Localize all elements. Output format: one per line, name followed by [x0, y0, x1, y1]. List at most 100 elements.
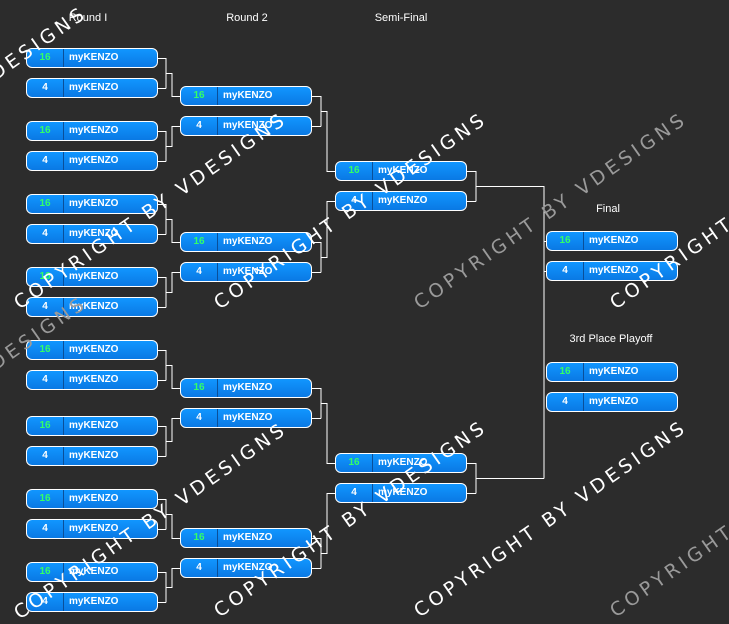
team-slot-r1-match5-2[interactable]: 4 myKENZO	[26, 370, 158, 390]
team-slot-r1-match5-1[interactable]: 16 myKENZO	[26, 340, 158, 360]
connector-line	[166, 568, 180, 588]
connector-line	[321, 493, 335, 554]
seed-number: 16	[27, 341, 64, 359]
seed-number: 4	[181, 559, 218, 577]
team-name: myKENZO	[69, 374, 119, 385]
team-name: myKENZO	[223, 562, 273, 573]
seed-number: 16	[336, 162, 373, 180]
seed-number: 4	[27, 371, 64, 389]
team-name: myKENZO	[589, 396, 639, 407]
seed-number: 4	[547, 262, 584, 280]
connector-line	[312, 538, 322, 569]
seed-number: 4	[336, 192, 373, 210]
team-slot-sf-match1-1[interactable]: 16 myKENZO	[335, 161, 467, 181]
team-slot-r1-match1-1[interactable]: 16 myKENZO	[26, 48, 158, 68]
team-name: myKENZO	[378, 487, 428, 498]
team-slot-r2-match4-2[interactable]: 4 myKENZO	[180, 558, 312, 578]
round-title-r1: Round I	[68, 12, 108, 24]
round-title-sf: Semi-Final	[374, 12, 428, 24]
seed-number: 16	[181, 87, 218, 105]
round-title-r2: Round 2	[226, 12, 268, 24]
team-name: myKENZO	[378, 165, 428, 176]
connector-line	[158, 58, 167, 89]
seed-number: 4	[181, 263, 218, 281]
team-slot-r1-match4-2[interactable]: 4 myKENZO	[26, 297, 158, 317]
seed-number: 16	[181, 233, 218, 251]
connector-line	[158, 350, 167, 381]
team-slot-r2-match3-2[interactable]: 4 myKENZO	[180, 408, 312, 428]
seed-number: 16	[27, 122, 64, 140]
connector-line	[166, 73, 180, 97]
seed-number: 16	[547, 363, 584, 381]
team-name: myKENZO	[589, 366, 639, 377]
connector-line	[158, 426, 167, 457]
seed-number: 4	[27, 447, 64, 465]
seed-number: 16	[27, 563, 64, 581]
connector-line	[467, 171, 477, 202]
round-title-tp: 3rd Place Playoff	[569, 333, 653, 345]
team-name: myKENZO	[69, 344, 119, 355]
team-slot-r1-match6-2[interactable]: 4 myKENZO	[26, 446, 158, 466]
team-slot-sf-match2-2[interactable]: 4 myKENZO	[335, 483, 467, 503]
seed-number: 16	[27, 417, 64, 435]
connector-line	[158, 277, 167, 308]
round-title-fi: Final	[596, 203, 620, 215]
connector-line	[166, 514, 180, 539]
team-slot-tp-match1-1[interactable]: 16 myKENZO	[546, 362, 678, 382]
seed-number: 4	[27, 298, 64, 316]
team-slot-r2-match1-2[interactable]: 4 myKENZO	[180, 116, 312, 136]
team-name: myKENZO	[223, 266, 273, 277]
team-name: myKENZO	[223, 412, 273, 423]
connector-line	[166, 126, 180, 147]
team-name: myKENZO	[69, 450, 119, 461]
team-name: myKENZO	[223, 120, 273, 131]
connector-line	[312, 388, 322, 419]
connector-line	[158, 204, 167, 235]
team-slot-tp-match1-2[interactable]: 4 myKENZO	[546, 392, 678, 412]
seed-number: 4	[547, 393, 584, 411]
team-name: myKENZO	[223, 382, 273, 393]
seed-number: 16	[27, 490, 64, 508]
seed-number: 16	[27, 195, 64, 213]
connector-line	[312, 96, 322, 127]
team-slot-r1-match4-1[interactable]: 16 myKENZO	[26, 267, 158, 287]
team-name: myKENZO	[69, 52, 119, 63]
seed-number: 16	[336, 454, 373, 472]
connector-line	[158, 131, 167, 162]
connector-line	[166, 418, 180, 442]
seed-number: 4	[27, 79, 64, 97]
team-slot-r1-match6-1[interactable]: 16 myKENZO	[26, 416, 158, 436]
team-slot-r2-match2-2[interactable]: 4 myKENZO	[180, 262, 312, 282]
team-name: myKENZO	[69, 155, 119, 166]
seed-number: 4	[181, 409, 218, 427]
seed-number: 16	[27, 49, 64, 67]
team-name: myKENZO	[69, 420, 119, 431]
team-name: myKENZO	[69, 271, 119, 282]
seed-number: 4	[181, 117, 218, 135]
connector-line	[467, 463, 477, 494]
team-name: myKENZO	[69, 596, 119, 607]
seed-number: 4	[336, 484, 373, 502]
team-slot-r1-match8-1[interactable]: 16 myKENZO	[26, 562, 158, 582]
seed-number: 16	[27, 268, 64, 286]
team-name: myKENZO	[69, 301, 119, 312]
team-name: myKENZO	[69, 566, 119, 577]
connector-line	[166, 219, 180, 243]
